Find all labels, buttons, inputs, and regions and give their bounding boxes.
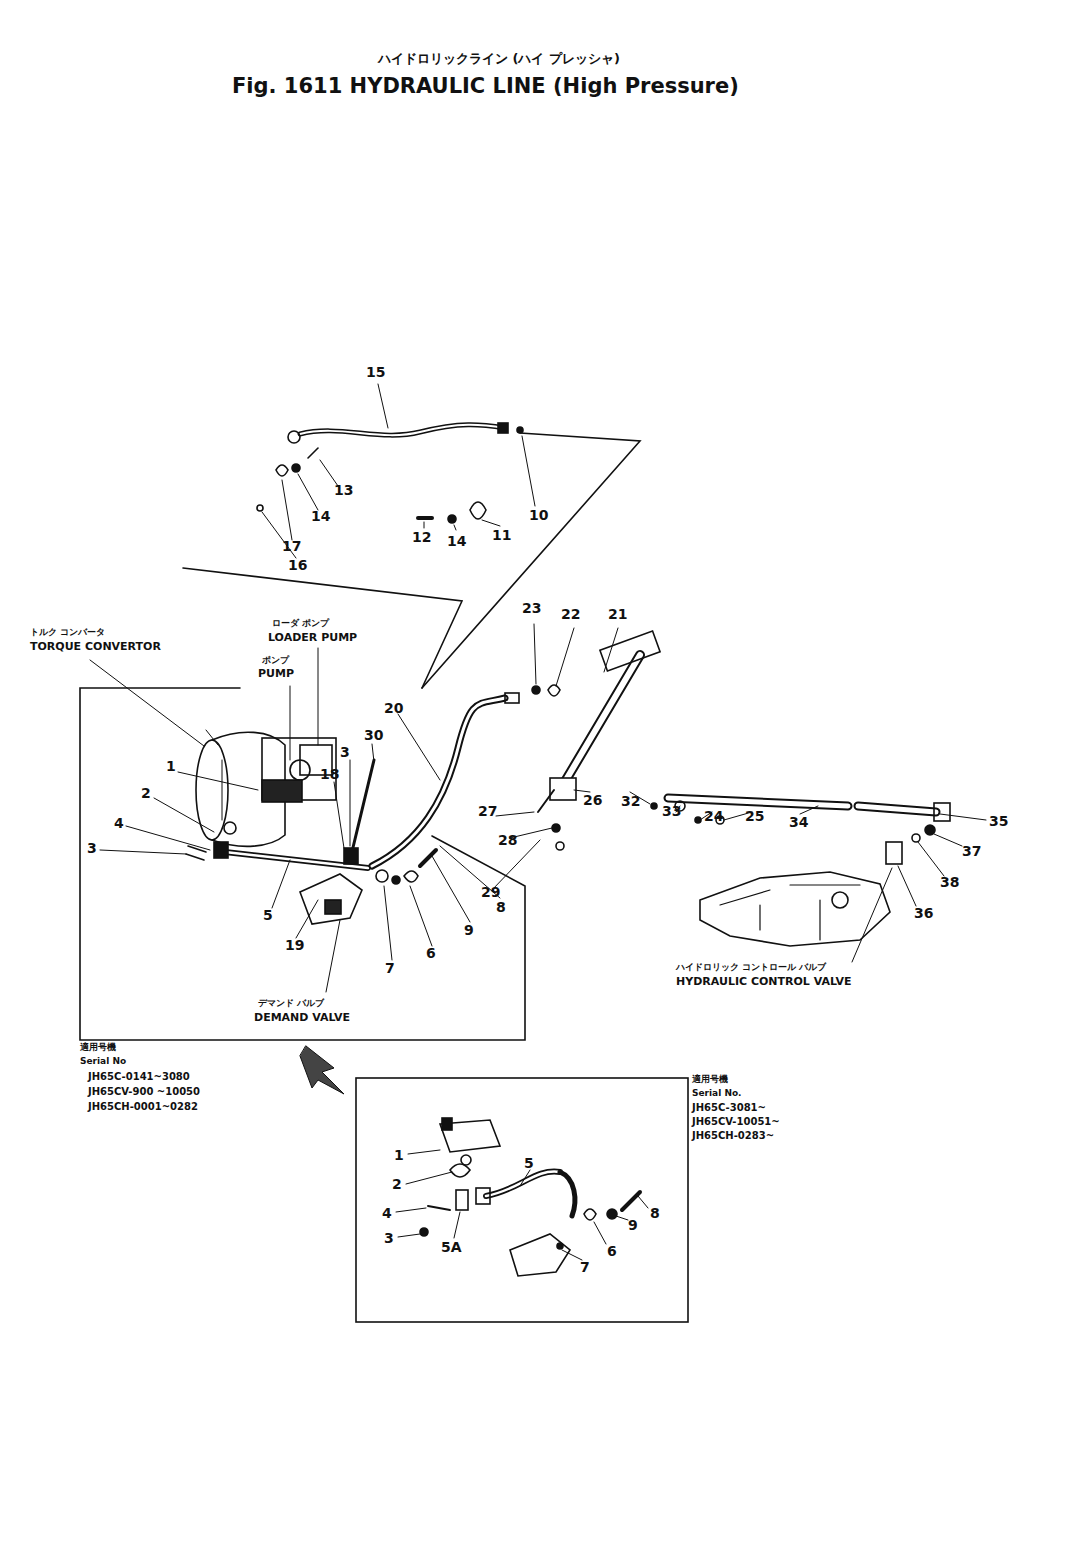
callout-number: 7 (385, 960, 395, 976)
part-label: Serial No (80, 1056, 126, 1066)
callout-number: 36 (914, 905, 933, 921)
callout-number: 13 (334, 482, 353, 498)
callout-number: 33 (662, 803, 681, 819)
callout-number: 5 (524, 1155, 534, 1171)
part-label: JH65CH-0001~0282 (88, 1101, 198, 1113)
callout-number: 1 (166, 758, 176, 774)
callout-number: 24 (704, 808, 723, 824)
part-label: JH65C-3081~ (692, 1102, 766, 1114)
part-label: 適用号機 (692, 1074, 728, 1084)
callout-number: 12 (412, 529, 431, 545)
part-label: PUMP (258, 668, 294, 681)
callout-number: 30 (364, 727, 383, 743)
callout-number: 26 (583, 792, 602, 808)
part-label: ローダ ポンプ (272, 618, 329, 628)
callout-number: 11 (492, 527, 511, 543)
callout-number: 7 (580, 1259, 590, 1275)
callout-number: 22 (561, 606, 580, 622)
callout-number: 1 (394, 1147, 404, 1163)
callout-number: 29 (481, 884, 500, 900)
callout-number: 9 (628, 1217, 638, 1233)
callout-number: 2 (392, 1176, 402, 1192)
callout-number: 32 (621, 793, 640, 809)
callout-number: 27 (478, 803, 497, 819)
callout-number: 17 (282, 538, 301, 554)
callout-number: 4 (382, 1205, 392, 1221)
callout-number: 18 (320, 766, 339, 782)
part-label: DEMAND VALVE (254, 1012, 350, 1025)
part-label: トルク コンバータ (30, 627, 105, 637)
callout-number: 19 (285, 937, 304, 953)
part-label: ポンプ (262, 655, 289, 665)
part-label: JH65CV-10051~ (692, 1116, 780, 1128)
callout-number: 3 (87, 840, 97, 856)
callout-number: 25 (745, 808, 764, 824)
callout-number: 4 (114, 815, 124, 831)
part-label: LOADER PUMP (268, 632, 357, 645)
callout-number: 20 (384, 700, 403, 716)
callout-number: 14 (447, 533, 466, 549)
part-label: 適用号機 (80, 1042, 116, 1052)
callout-number: 35 (989, 813, 1008, 829)
part-label: JH65CV-900 ~10050 (88, 1086, 200, 1098)
callout-number: 34 (789, 814, 808, 830)
callout-number: 16 (288, 557, 307, 573)
callout-number: 21 (608, 606, 627, 622)
callout-number: 6 (426, 945, 436, 961)
part-label: JH65C-0141~3080 (88, 1071, 190, 1083)
part-label: HYDRAULIC CONTROL VALVE (676, 976, 851, 989)
part-label: Serial No. (692, 1088, 742, 1098)
callout-number: 5A (441, 1239, 462, 1255)
callout-number: 8 (650, 1205, 660, 1221)
callout-number: 9 (464, 922, 474, 938)
callout-number: 8 (496, 899, 506, 915)
callout-number: 15 (366, 364, 385, 380)
callout-number: 28 (498, 832, 517, 848)
callout-number: 10 (529, 507, 548, 523)
callout-number: 38 (940, 874, 959, 890)
part-label: JH65CH-0283~ (692, 1130, 774, 1142)
callout-number: 6 (607, 1243, 617, 1259)
callout-number: 23 (522, 600, 541, 616)
part-label: デマンド バルブ (258, 998, 324, 1008)
callout-number: 2 (141, 785, 151, 801)
part-label: ハイドロリック コントロール バルブ (676, 962, 826, 972)
part-label: TORQUE CONVERTOR (30, 641, 161, 654)
part-label: ハイドロリックライン (ハイ プレッシャ) (378, 52, 620, 67)
callout-number: 3 (384, 1230, 394, 1246)
callout-number: 3 (340, 744, 350, 760)
callout-number: 37 (962, 843, 981, 859)
callout-number: 5 (263, 907, 273, 923)
figure-title: Fig. 1611 HYDRAULIC LINE (High Pressure) (232, 74, 739, 98)
callout-number: 14 (311, 508, 330, 524)
